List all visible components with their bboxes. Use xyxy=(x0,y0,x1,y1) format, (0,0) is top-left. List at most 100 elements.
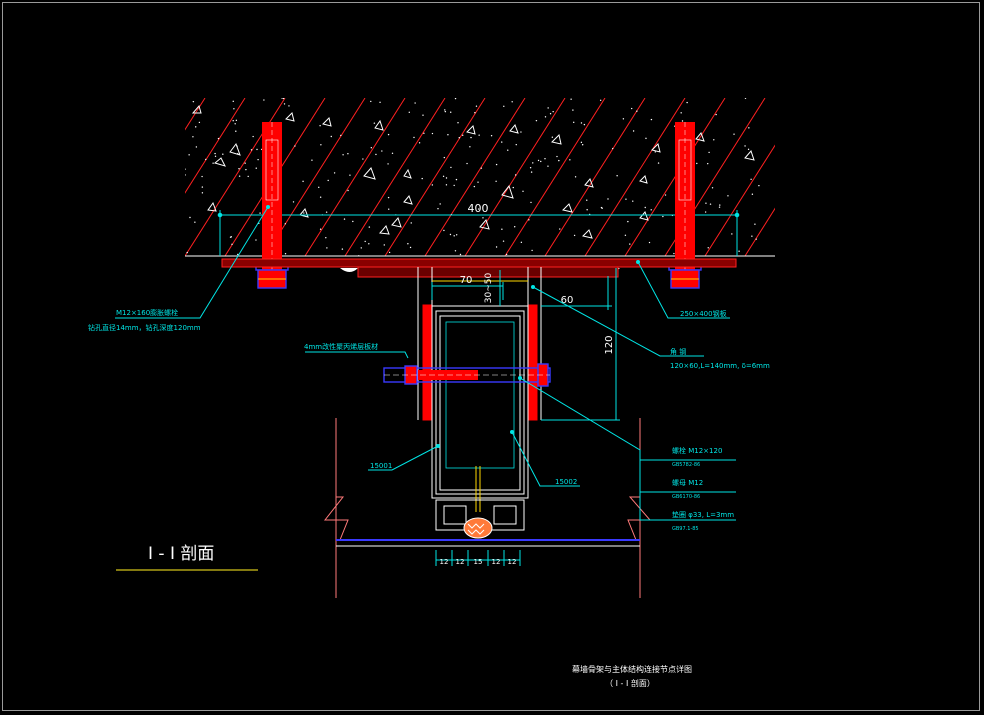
concrete-speckle xyxy=(409,246,412,249)
concrete-speckle xyxy=(453,184,455,187)
title-block-line1: 幕墙骨架与主体结构连接节点详图 xyxy=(572,664,692,674)
concrete-speckle xyxy=(514,174,517,176)
concrete-speckle xyxy=(214,152,216,155)
concrete-speckle xyxy=(437,208,439,210)
concrete-speckle xyxy=(294,145,296,147)
concrete-speckle xyxy=(319,228,322,230)
hatch-line xyxy=(905,98,984,256)
concrete-speckle xyxy=(387,163,389,165)
concrete-speckle xyxy=(255,239,257,241)
concrete-speckle xyxy=(696,162,698,165)
concrete-speckle xyxy=(222,153,224,155)
concrete-speckle xyxy=(288,105,290,107)
concrete-speckle xyxy=(664,194,667,196)
through-bolt xyxy=(383,363,551,387)
concrete-speckle xyxy=(205,158,207,161)
concrete-speckle xyxy=(751,193,754,195)
concrete-speckle xyxy=(232,120,234,122)
concrete-speckle xyxy=(431,184,434,186)
label-profile-15001: 15001 xyxy=(370,462,392,470)
concrete-speckle xyxy=(457,122,459,124)
concrete-speckle xyxy=(531,249,533,252)
concrete-speckle xyxy=(325,236,327,239)
concrete-speckle xyxy=(625,198,627,200)
concrete-speckle xyxy=(709,203,712,205)
concrete-speckle xyxy=(719,204,721,206)
concrete-speckle xyxy=(552,110,554,113)
concrete-speckle xyxy=(231,243,233,246)
concrete-speckle xyxy=(511,101,513,103)
concrete-speckle xyxy=(705,202,707,204)
concrete-speckle xyxy=(501,141,503,143)
concrete-speckle xyxy=(715,113,717,116)
concrete-speckle xyxy=(754,223,756,225)
hatch-line xyxy=(584,98,686,256)
concrete-speckle xyxy=(259,212,261,214)
concrete-speckle xyxy=(645,137,647,140)
hatch-line xyxy=(825,98,925,256)
concrete-speckle xyxy=(556,155,558,158)
concrete-speckle xyxy=(630,107,633,110)
concrete-speckle xyxy=(379,101,381,104)
concrete-speckle xyxy=(502,240,505,242)
concrete-speckle xyxy=(455,178,458,181)
concrete-speckle xyxy=(727,195,729,197)
concrete-speckle xyxy=(340,134,342,137)
concrete-speckle xyxy=(459,253,462,256)
section-title: I - I 剖面 xyxy=(148,544,214,564)
concrete-speckle xyxy=(624,234,627,236)
dim-bottom-3: 15 xyxy=(474,558,483,566)
dim-bottom-4: 12 xyxy=(492,558,501,566)
label-gasket: 4mm改性聚丙烯层板材 xyxy=(304,342,378,351)
concrete-speckle xyxy=(201,186,204,188)
concrete-speckle xyxy=(449,233,452,236)
concrete-speckle xyxy=(319,196,322,198)
concrete-speckle xyxy=(750,178,752,180)
label-bolt-std: GB5782-86 xyxy=(672,462,700,468)
concrete-speckle xyxy=(477,208,480,210)
label-profile-15002: 15002 xyxy=(555,478,577,486)
concrete-speckle xyxy=(470,136,472,139)
concrete-speckle xyxy=(528,219,530,221)
concrete-speckle xyxy=(544,116,547,118)
hatch-line xyxy=(424,98,526,256)
concrete-speckle xyxy=(529,166,532,169)
hatch-line xyxy=(464,98,566,256)
concrete-speckle xyxy=(186,251,188,254)
concrete-speckle xyxy=(450,111,452,113)
concrete-speckle xyxy=(188,154,190,156)
concrete-speckle xyxy=(520,241,523,244)
concrete-speckle xyxy=(360,247,362,249)
concrete-speckle xyxy=(583,123,586,126)
hatch-line xyxy=(704,144,775,256)
dim-70-text: 70 xyxy=(460,275,473,286)
concrete-speckle xyxy=(252,135,254,138)
glass-panel xyxy=(336,499,640,547)
concrete-speckle xyxy=(503,105,505,108)
leader-lines xyxy=(115,206,736,521)
concrete-speckle xyxy=(407,243,409,245)
concrete-speckle xyxy=(388,208,390,210)
concrete-speckle xyxy=(217,137,220,140)
concrete-speckle xyxy=(462,134,464,136)
dim-30-50-text: 30~50 xyxy=(484,273,494,304)
hatch-line xyxy=(185,98,206,131)
concrete-speckle xyxy=(632,200,634,202)
concrete-speckle xyxy=(686,101,688,104)
concrete-speckle xyxy=(442,175,445,178)
concrete-speckle xyxy=(413,136,415,139)
concrete-speckle xyxy=(343,218,346,220)
concrete-speckle xyxy=(482,217,484,219)
dim-60-text: 60 xyxy=(561,295,574,306)
concrete-speckle xyxy=(458,137,460,139)
concrete-speckle xyxy=(349,174,351,176)
concrete-speckle xyxy=(704,211,707,213)
concrete-speckle xyxy=(212,162,214,164)
concrete-speckle xyxy=(325,211,328,213)
concrete-speckle xyxy=(370,100,372,103)
concrete-speckle xyxy=(455,234,458,236)
concrete-speckle xyxy=(444,110,447,113)
concrete-speckle xyxy=(387,196,390,199)
